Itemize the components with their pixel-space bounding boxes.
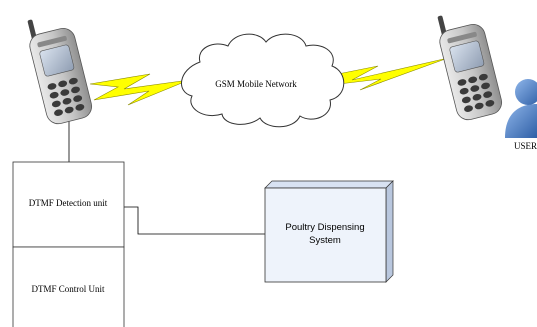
mobile-phone-icon — [437, 15, 503, 121]
dispenser-label-line2: System — [309, 235, 341, 246]
cloud-label: GSM Mobile Network — [215, 79, 297, 89]
cloud-icon: GSM Mobile Network — [181, 33, 345, 128]
poultry-dispensing-system-box: Poultry Dispensing System — [264, 180, 394, 283]
dtmf-control-label: DTMF Control Unit — [31, 284, 105, 294]
dtmf-detection-unit-box: DTMF Detection unit — [12, 161, 125, 248]
mobile-phone-icon — [27, 19, 93, 125]
dtmf-detection-label: DTMF Detection unit — [29, 198, 108, 208]
lightning-icon — [89, 73, 190, 106]
detection-to-dispenser-link — [124, 206, 265, 235]
dispenser-label-line1: Poultry Dispensing — [285, 222, 364, 233]
dtmf-control-unit-box: DTMF Control Unit — [12, 246, 125, 327]
user-icon: USER — [505, 79, 537, 151]
user-label: USER — [514, 141, 537, 151]
